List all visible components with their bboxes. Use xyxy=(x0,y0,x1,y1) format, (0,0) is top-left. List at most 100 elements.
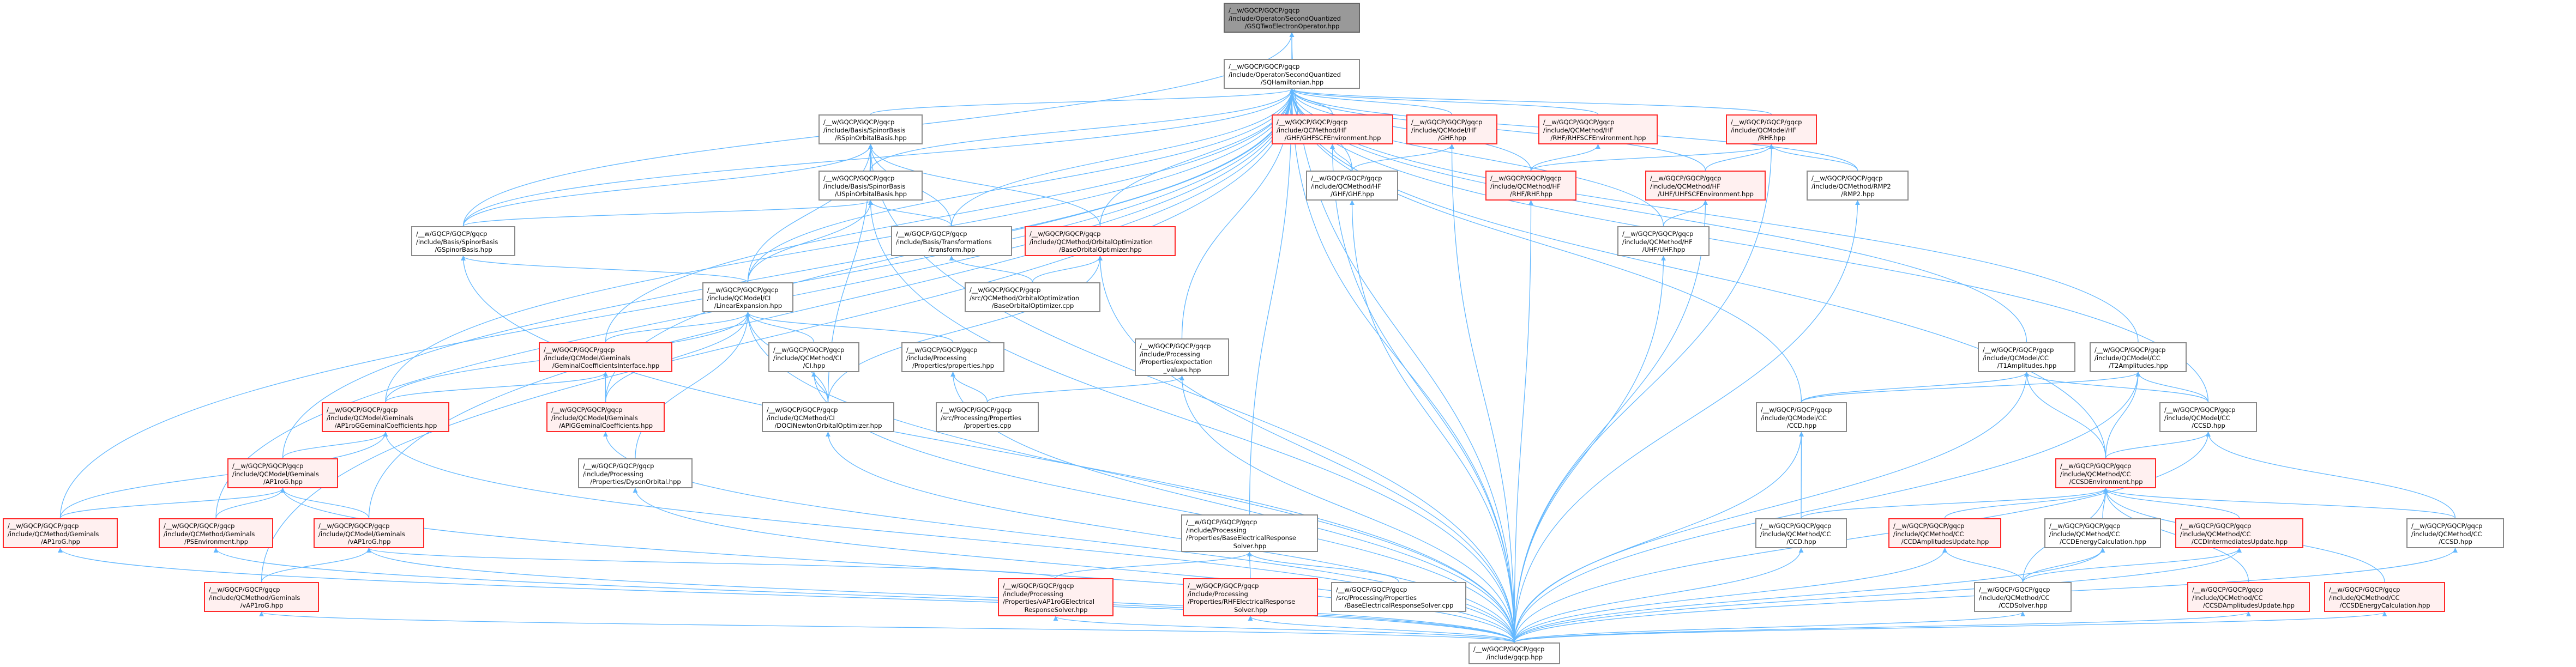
node-path-line: /include/QCModel/Geminals xyxy=(544,354,630,362)
edge-n8-to-n4 xyxy=(1351,144,1454,171)
file-node[interactable]: /__w/GQCP/GQCP/gqcp/include/QCMethod/Gem… xyxy=(204,582,319,612)
edge-n49-to-n0 xyxy=(1289,32,1515,643)
node-path-line: /include/QCMethod/CC xyxy=(1760,530,1831,538)
node-path-line: /T2Amplitudes.hpp xyxy=(2109,362,2168,369)
node-path-line: Solver.hpp xyxy=(1233,542,1267,550)
file-node[interactable]: /__w/GQCP/GQCP/gqcp/include/Processing/P… xyxy=(901,342,1004,372)
file-node[interactable]: /__w/GQCP/GQCP/gqcp/include/QCModel/HF/G… xyxy=(1406,114,1497,144)
node-path-line: /include/Basis/SpinorBasis xyxy=(416,238,498,246)
node-path-line: /CCDAmplitudesUpdate.hpp xyxy=(1901,538,1989,545)
file-node[interactable]: /__w/GQCP/GQCP/gqcp/include/gqcp.hpp xyxy=(1468,642,1560,664)
file-node[interactable]: /__w/GQCP/GQCP/gqcp/include/QCMethod/CI/… xyxy=(762,402,894,432)
file-node[interactable]: /__w/GQCP/GQCP/gqcp/src/Processing/Prope… xyxy=(1331,582,1466,612)
edge-n42-to-n1 xyxy=(261,88,1295,583)
edge-n49-to-n48 xyxy=(1514,611,2387,643)
file-node[interactable]: /__w/GQCP/GQCP/gqcp/include/QCMethod/CC/… xyxy=(1888,518,2001,548)
node-path-line: /properties.cpp xyxy=(964,422,1012,429)
node-path-line: /CCSD.hpp xyxy=(2192,422,2225,429)
file-node[interactable]: /__w/GQCP/GQCP/gqcp/include/QCModel/Gemi… xyxy=(227,458,338,488)
file-node[interactable]: /__w/GQCP/GQCP/gqcp/include/Basis/Transf… xyxy=(891,226,1012,256)
node-path-line: /__w/GQCP/GQCP/gqcp xyxy=(327,406,398,414)
file-node[interactable]: /__w/GQCP/GQCP/gqcp/include/QCMethod/HF/… xyxy=(1306,171,1398,201)
file-node[interactable]: /__w/GQCP/GQCP/gqcp/include/QCModel/HF/R… xyxy=(1726,114,1817,144)
node-path-line: /__w/GQCP/GQCP/gqcp xyxy=(823,118,895,126)
edge-n32-to-n22 xyxy=(2024,372,2106,459)
edge-n11-to-n6 xyxy=(1769,144,1858,171)
node-path-line: /__w/GQCP/GQCP/gqcp xyxy=(1140,342,1211,350)
edge-n49-to-n10 xyxy=(1514,200,1708,643)
file-node[interactable]: /__w/GQCP/GQCP/gqcp/include/QCMethod/CC/… xyxy=(2324,582,2445,612)
node-path-line: /__w/GQCP/GQCP/gqcp xyxy=(1983,346,2054,354)
file-node[interactable]: /__w/GQCP/GQCP/gqcp/include/QCMethod/RMP… xyxy=(1807,171,1909,201)
edge-n49-to-n35 xyxy=(366,548,1515,643)
edge-n16-to-n12 xyxy=(461,256,749,283)
edge-n24-to-n1 xyxy=(385,88,1295,403)
file-node[interactable]: /__w/GQCP/GQCP/gqcp/include/QCModel/Gemi… xyxy=(546,402,665,432)
file-node[interactable]: /__w/GQCP/GQCP/gqcp/include/QCMethod/CC/… xyxy=(2175,518,2303,548)
file-node[interactable]: /__w/GQCP/GQCP/gqcp/include/QCMethod/Orb… xyxy=(1025,226,1176,256)
node-path-line: /__w/GQCP/GQCP/gqcp xyxy=(544,346,615,354)
file-node[interactable]: /__w/GQCP/GQCP/gqcp/include/QCMethod/HF/… xyxy=(1645,171,1766,201)
node-path-line: /__w/GQCP/GQCP/gqcp xyxy=(1188,582,1259,590)
file-node[interactable]: /__w/GQCP/GQCP/gqcp/include/QCMethod/CC/… xyxy=(2406,518,2504,548)
node-path-line: /__w/GQCP/GQCP/gqcp xyxy=(1650,174,1722,182)
node-path-line: /include/QCMethod/CC xyxy=(2060,470,2131,478)
edge-n36-to-n1 xyxy=(1249,88,1295,515)
node-path-line: /GeminalCoefficientsInterface.hpp xyxy=(552,362,660,369)
file-node[interactable]: /__w/GQCP/GQCP/gqcp/include/QCMethod/CC/… xyxy=(1974,582,2072,612)
node-path-line: /__w/GQCP/GQCP/gqcp xyxy=(416,230,487,238)
file-node[interactable]: /__w/GQCP/GQCP/gqcp/include/Basis/Spinor… xyxy=(818,114,923,144)
file-node[interactable]: /__w/GQCP/GQCP/gqcp/include/Basis/Spinor… xyxy=(411,226,515,256)
node-path-line: /CCSDEnvironment.hpp xyxy=(2069,478,2143,486)
node-path-line: /CI.hpp xyxy=(803,362,826,369)
file-node[interactable]: /__w/GQCP/GQCP/gqcp/include/QCMethod/Gem… xyxy=(3,518,118,548)
file-node[interactable]: /__w/GQCP/GQCP/gqcp/include/QCModel/Gemi… xyxy=(322,402,449,432)
node-path-line: /T1Amplitudes.hpp xyxy=(1997,362,2057,369)
file-node[interactable]: /__w/GQCP/GQCP/gqcp/src/QCMethod/Orbital… xyxy=(965,282,1100,312)
file-node[interactable]: /__w/GQCP/GQCP/gqcp/include/QCModel/CC/T… xyxy=(2090,342,2187,372)
edge-n17-to-n13 xyxy=(949,256,1033,283)
file-node[interactable]: /__w/GQCP/GQCP/gqcp/include/Basis/Spinor… xyxy=(818,171,923,201)
file-node[interactable]: /__w/GQCP/GQCP/gqcp/include/QCMethod/HF/… xyxy=(1272,114,1393,144)
file-node[interactable]: /__w/GQCP/GQCP/gqcp/include/QCMethod/HF/… xyxy=(1617,226,1710,256)
file-node[interactable]: /__w/GQCP/GQCP/gqcp/include/QCModel/CC/T… xyxy=(1978,342,2075,372)
node-path-line: /__w/GQCP/GQCP/gqcp xyxy=(2411,522,2483,530)
file-node[interactable]: /__w/GQCP/GQCP/gqcp/include/QCMethod/CC/… xyxy=(2055,458,2156,488)
node-path-line: /__w/GQCP/GQCP/gqcp xyxy=(1979,586,2050,593)
edge-n35-to-n1 xyxy=(368,88,1295,519)
edge-n49-to-n6 xyxy=(1514,144,1774,643)
edge-n6-to-n1 xyxy=(1289,88,1772,115)
file-node[interactable]: /__w/GQCP/GQCP/gqcp/include/QCMethod/CC/… xyxy=(2187,582,2310,612)
node-path-line: /include/QCModel/HF xyxy=(1411,126,1477,134)
file-node[interactable]: /__w/GQCP/GQCP/gqcp/include/Processing/P… xyxy=(1183,578,1318,616)
node-path-line: /BaseElectricalResponseSolver.cpp xyxy=(1344,602,1454,609)
file-node[interactable]: /__w/GQCP/GQCP/gqcp/include/Operator/Sec… xyxy=(1224,59,1360,89)
file-node[interactable]: /__w/GQCP/GQCP/gqcp/include/Processing/P… xyxy=(1135,338,1229,376)
edge-n18-to-n1 xyxy=(605,88,1295,343)
file-node[interactable]: /__w/GQCP/GQCP/gqcp/include/Processing/P… xyxy=(998,578,1114,616)
file-node[interactable]: /__w/GQCP/GQCP/gqcp/include/QCMethod/CI/… xyxy=(768,342,859,372)
file-node[interactable]: /__w/GQCP/GQCP/gqcp/include/QCModel/Gemi… xyxy=(314,518,424,548)
file-node[interactable]: /__w/GQCP/GQCP/gqcp/include/QCModel/CC/C… xyxy=(2159,402,2257,432)
edge-n9-to-n6 xyxy=(1530,144,1774,171)
file-node[interactable]: /__w/GQCP/GQCP/gqcp/include/QCMethod/HF/… xyxy=(1538,114,1658,144)
node-path-line: /AP1roG.hpp xyxy=(41,538,80,545)
file-node[interactable]: /__w/GQCP/GQCP/gqcp/include/QCMethod/HF/… xyxy=(1485,171,1576,201)
file-node[interactable]: /__w/GQCP/GQCP/gqcp/include/QCMethod/CC/… xyxy=(1755,518,1847,548)
edge-n32-to-n23 xyxy=(2105,372,2141,459)
current-file-node: /__w/GQCP/GQCP/gqcp/include/Operator/Sec… xyxy=(1224,3,1360,33)
file-node[interactable]: /__w/GQCP/GQCP/gqcp/include/QCMethod/Gem… xyxy=(159,518,273,548)
file-node[interactable]: /__w/GQCP/GQCP/gqcp/include/Processing/P… xyxy=(1181,514,1318,552)
file-node[interactable]: /__w/GQCP/GQCP/gqcp/include/QCModel/CI/L… xyxy=(702,282,793,312)
edge-n45-to-n36 xyxy=(1247,551,1399,583)
file-node[interactable]: /__w/GQCP/GQCP/gqcp/include/QCModel/CC/C… xyxy=(1756,402,1847,432)
file-node[interactable]: /__w/GQCP/GQCP/gqcp/include/QCModel/Gemi… xyxy=(539,342,672,372)
edge-n35-to-n30 xyxy=(280,488,370,519)
file-node[interactable]: /__w/GQCP/GQCP/gqcp/src/Processing/Prope… xyxy=(936,402,1039,432)
file-node[interactable]: /__w/GQCP/GQCP/gqcp/include/Processing/P… xyxy=(578,458,693,488)
edge-n12-to-n1 xyxy=(462,88,1295,227)
node-path-line: /include/QCModel/Geminals xyxy=(327,414,413,422)
file-node[interactable]: /__w/GQCP/GQCP/gqcp/include/QCMethod/CC/… xyxy=(2044,518,2161,548)
edge-n30-to-n24 xyxy=(282,432,388,459)
